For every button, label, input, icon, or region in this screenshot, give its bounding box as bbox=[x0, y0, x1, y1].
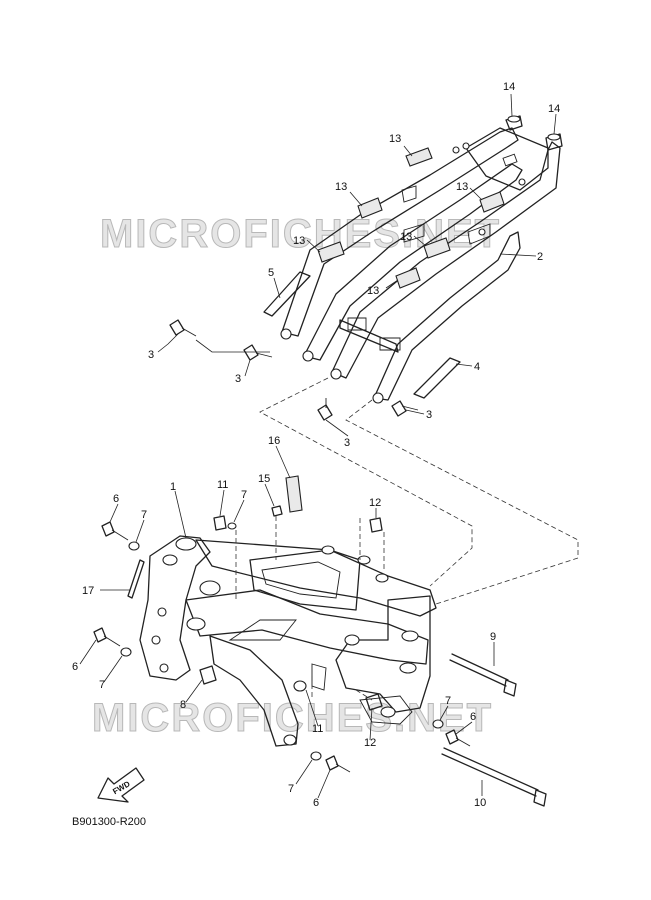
callout-14: 14 bbox=[548, 103, 560, 115]
leader-lines bbox=[79, 93, 557, 799]
bolts-part-6 bbox=[93, 521, 471, 773]
callout-12: 12 bbox=[364, 737, 376, 749]
strip-part-17 bbox=[127, 559, 145, 599]
rear-subframe-part bbox=[280, 127, 561, 404]
callout-12: 12 bbox=[369, 497, 381, 509]
collar-part-12-lower bbox=[365, 693, 383, 711]
callout-5: 5 bbox=[268, 267, 274, 279]
callout-7: 7 bbox=[141, 509, 147, 521]
collar-part-12-upper bbox=[369, 517, 383, 533]
washer-part-7 bbox=[227, 522, 237, 530]
callout-13: 13 bbox=[389, 133, 401, 145]
watermark-bottom: MICROFICHES.NET bbox=[92, 696, 493, 740]
callout-17: 17 bbox=[82, 585, 94, 597]
assembly-guide-lines bbox=[235, 377, 579, 701]
callout-13: 13 bbox=[335, 181, 347, 193]
callout-11: 11 bbox=[217, 479, 228, 491]
callout-13: 13 bbox=[456, 181, 468, 193]
main-frame-part bbox=[139, 535, 437, 747]
callout-6: 6 bbox=[72, 661, 78, 673]
callout-6: 6 bbox=[113, 493, 119, 505]
callout-3: 3 bbox=[235, 373, 241, 385]
callout-3: 3 bbox=[344, 437, 350, 449]
callout-3: 3 bbox=[426, 409, 432, 421]
callout-11: 11 bbox=[312, 723, 323, 735]
callout-labels: 14 14 13 13 13 13 13 13 2 5 3 3 3 3 4 16… bbox=[72, 81, 560, 809]
callout-7: 7 bbox=[288, 783, 294, 795]
diagram-code: B901300-R200 bbox=[72, 816, 146, 828]
long-bolt-part-10 bbox=[441, 747, 547, 807]
callout-3: 3 bbox=[148, 349, 154, 361]
callout-14: 14 bbox=[503, 81, 515, 93]
callout-6: 6 bbox=[313, 797, 319, 809]
sticker-part-16 bbox=[285, 475, 303, 513]
callout-4: 4 bbox=[474, 361, 480, 373]
callout-13: 13 bbox=[293, 235, 305, 247]
callout-9: 9 bbox=[490, 631, 496, 643]
callout-13: 13 bbox=[367, 285, 379, 297]
fwd-arrow-icon: FWD bbox=[97, 767, 145, 803]
nut-part-15 bbox=[271, 505, 283, 517]
collar-part-11 bbox=[213, 515, 227, 531]
callout-7: 7 bbox=[445, 695, 451, 707]
bolts-part-3 bbox=[169, 319, 419, 421]
long-bolt-part-9 bbox=[449, 653, 517, 697]
damper-pads-part-13 bbox=[317, 147, 505, 289]
callout-8: 8 bbox=[180, 699, 186, 711]
plate-part-4 bbox=[413, 357, 461, 399]
callout-16: 16 bbox=[268, 435, 280, 447]
callout-7: 7 bbox=[241, 489, 247, 501]
callout-1: 1 bbox=[170, 481, 176, 493]
callout-13: 13 bbox=[400, 231, 412, 243]
watermark-top: MICROFICHES.NET bbox=[100, 212, 501, 256]
collar-part-8 bbox=[199, 665, 217, 685]
plate-part-5 bbox=[263, 271, 311, 317]
callout-15: 15 bbox=[258, 473, 270, 485]
callout-7: 7 bbox=[99, 679, 105, 691]
washers-part-7 bbox=[120, 541, 444, 761]
callout-10: 10 bbox=[474, 797, 486, 809]
callout-2: 2 bbox=[537, 251, 543, 263]
callout-6: 6 bbox=[470, 711, 476, 723]
